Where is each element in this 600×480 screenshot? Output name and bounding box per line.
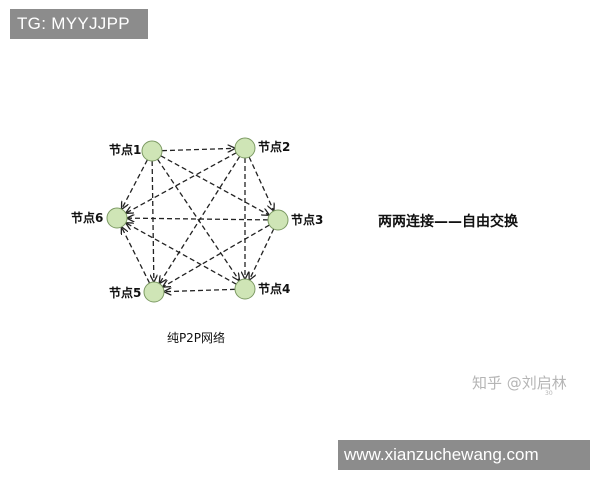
zhihu-credit-small: 30: [545, 390, 553, 397]
node-label-4: 节点4: [258, 281, 290, 296]
node-label-3: 节点3: [291, 212, 323, 227]
edge-1-5: [152, 160, 154, 281]
edge-3-5: [164, 224, 270, 286]
edge-1-4: [157, 158, 239, 280]
node-4: [234, 278, 256, 300]
edge-2-6: [127, 152, 237, 213]
edge-1-6: [122, 159, 148, 208]
edges: [122, 148, 274, 291]
nodes: [106, 137, 289, 303]
node-3: [267, 209, 289, 231]
node-5: [143, 281, 165, 303]
node-6: [106, 207, 128, 229]
headline: 两两连接——自由交换: [378, 213, 519, 230]
diagram-caption: 纯P2P网络: [167, 330, 225, 345]
edge-2-3: [248, 156, 273, 210]
edge-3-4: [250, 228, 275, 279]
edge-1-3: [160, 155, 269, 215]
node-1: [141, 140, 163, 162]
edge-1-2: [161, 148, 234, 150]
node-label-5: 节点5: [109, 285, 141, 300]
edge-3-6: [128, 218, 269, 220]
node-labels: 节点1 节点2 节点3 节点4 节点5 节点6: [71, 139, 323, 300]
edge-4-6: [127, 223, 237, 285]
edge-5-6: [122, 228, 151, 284]
watermark-bottom: www.xianzuchewang.com: [338, 440, 590, 470]
node-label-6: 节点6: [71, 210, 103, 225]
node-2: [234, 137, 256, 159]
node-label-1: 节点1: [109, 142, 141, 157]
watermark-top: TG: MYYJJPP: [10, 9, 148, 39]
node-label-2: 节点2: [258, 139, 290, 154]
edge-4-5: [165, 289, 236, 291]
zhihu-credit: 知乎 @刘启林: [472, 374, 567, 392]
